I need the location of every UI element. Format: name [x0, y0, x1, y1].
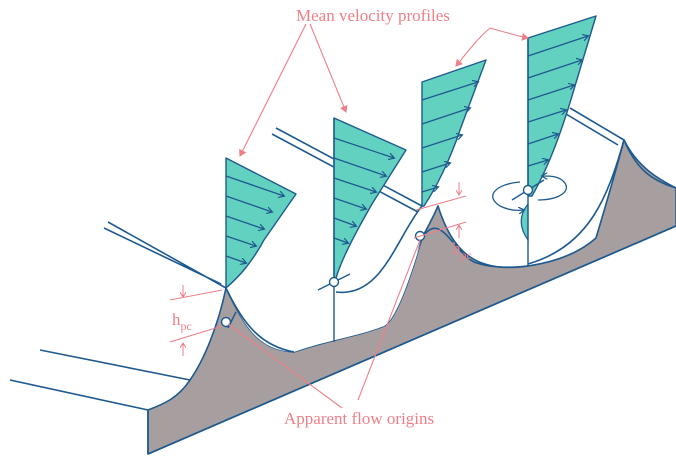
hpc-1-label: hpc: [172, 310, 192, 333]
profile-3-fill: [421, 59, 487, 207]
profile-1-fill: [225, 157, 297, 289]
top-leader-lines: [239, 23, 529, 157]
profile-3-arrow: [421, 135, 462, 149]
apparent-flow-origins-label: Apparent flow origins: [284, 409, 434, 428]
leader-to-profile-2: [309, 23, 348, 113]
base-left-edge: [9, 349, 191, 454]
profile-2-origin-marker: [328, 276, 340, 288]
leader-to-profile-3: [455, 27, 491, 67]
profile-1-arrow: [225, 255, 246, 263]
groove-1-bottom: [225, 287, 295, 353]
groove-1-surface: [226, 238, 422, 352]
velocity-profile-3: [421, 59, 487, 207]
leader-to-profile-4: [489, 27, 529, 41]
profile-4-arrow: [527, 85, 574, 101]
profile-3-arrow: [421, 82, 478, 101]
profile-1-arrow: [225, 215, 264, 229]
crest-3-line: [565, 107, 625, 146]
groove-2-bottom: [421, 227, 529, 268]
groove-3-right-wall: [623, 139, 676, 189]
profile-4-arrow: [527, 60, 582, 79]
profile-2-arrow: [333, 197, 366, 209]
hpc-dimension-2: hpc: [413, 182, 472, 262]
profile-4-lower-wisp: [520, 202, 529, 242]
vortex-origin-marker: [522, 184, 534, 196]
vortex-swirl-left: [492, 181, 524, 210]
profile-4-arrow: [527, 160, 548, 167]
base-bottom-edge: [147, 225, 676, 455]
velocity-profile-4: [492, 15, 597, 266]
hpc-2-upper-line: [415, 195, 467, 211]
leader-to-profile-1: [239, 23, 307, 157]
hpc-1-upper-line: [169, 289, 223, 301]
hpc-2-label: hpc: [452, 239, 472, 262]
profile-2-arrow: [333, 157, 386, 176]
profile-4-arrow: [527, 110, 566, 123]
leader-to-origin-2: [357, 239, 421, 401]
hpc-dimension-1: hpc: [169, 285, 223, 356]
groove-1-back-wall: [335, 205, 423, 294]
profile-3-arrow: [421, 108, 470, 125]
origin-markers: [220, 230, 426, 329]
profile-3-arrow: [421, 163, 450, 173]
vortex-swirl-right: [537, 176, 568, 201]
mean-velocity-profiles-label: Mean velocity profiles: [296, 6, 450, 25]
hpc-1-lower-line: [169, 325, 223, 343]
profile-3-arrow: [421, 187, 438, 193]
bottom-leader-lines: [227, 239, 421, 409]
profile-4-arrow: [527, 134, 558, 145]
velocity-profile-1: [225, 157, 297, 289]
profile-1-arrow: [225, 235, 256, 246]
crest-1-line: [103, 221, 227, 289]
profile-4-fill: [527, 15, 597, 197]
groove-2-back-wall: [527, 139, 625, 265]
profile-2-arrow: [333, 177, 376, 192]
profile-2-arrow: [333, 237, 348, 243]
profile-2-arrow: [333, 217, 356, 226]
profile-1-arrow: [225, 195, 272, 212]
leader-to-origin-1: [227, 323, 343, 409]
velocity-profile-2: [317, 117, 407, 342]
profile-2-arrow: [333, 137, 394, 158]
profile-4-arrow: [527, 36, 588, 57]
profile-1-arrow: [225, 175, 284, 196]
